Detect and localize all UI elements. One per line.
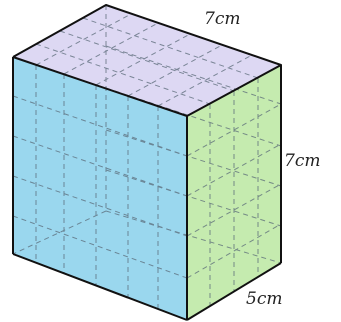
top-edge-label: 7cm [204,9,240,29]
right-edge-label: 7cm [284,151,320,171]
front-face [13,57,187,320]
grid-lines [12,5,282,309]
bottom-edge-label: 5cm [246,289,282,309]
cuboid-edges [12,4,282,321]
